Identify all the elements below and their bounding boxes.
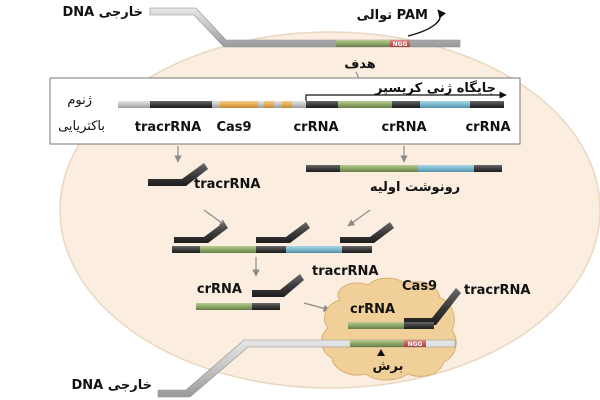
complex-tracrrna: [404, 288, 461, 325]
tracrrna-transcript-label: tracrRNA: [194, 177, 260, 192]
foreign-dna-label-bottom: DNA خارجی: [71, 378, 152, 393]
paired-tracrrna-2: [256, 222, 310, 243]
tracrrna-complex-label: tracrRNA: [464, 283, 530, 298]
cas9-protein: [321, 277, 457, 381]
arrow-pair-right-icon: [347, 209, 371, 227]
cas9-complex-label: Cas9: [402, 279, 437, 294]
pam-arrow-icon: [407, 9, 446, 37]
genome-box: [49, 77, 521, 145]
bacterial-genome-label-1: ژنوم: [67, 93, 92, 108]
bacterial-genome-label-2: باکتریایی: [58, 119, 105, 134]
paired-tracrrna-3: [340, 222, 394, 243]
crrna-mature-label: crRNA: [197, 282, 242, 297]
crrna-complex-label: crRNA: [350, 302, 395, 317]
mature-tracrrna: [252, 274, 304, 297]
ngg-text-bottom: NGG: [408, 341, 423, 348]
tracrrna-gene-label: tracrRNA: [135, 120, 201, 135]
primary-transcript: [306, 165, 502, 172]
arrow-to-complex-icon: [303, 302, 331, 312]
ngg-text: NGG: [393, 41, 408, 48]
pam-label: توالی PAM: [357, 8, 428, 23]
hybrid-strand: [172, 246, 372, 253]
cut-label: برش: [373, 359, 404, 374]
tracrrna-paired-label: tracrRNA: [312, 264, 378, 279]
complex-crrna: [348, 322, 434, 329]
foreign-dna-label-top: DNA خارجی: [62, 5, 143, 20]
crrna-label-1: crRNA: [293, 120, 338, 135]
paired-tracrrna-1: [174, 222, 228, 243]
crispr-locus-arrow-icon: [305, 91, 507, 101]
crrna-label-2: crRNA: [381, 120, 426, 135]
foreign-dna-top: NGG: [149, 7, 461, 48]
genome-dna: [118, 101, 504, 108]
target-label: هدف: [344, 57, 376, 72]
tracrrna-transcript: [148, 163, 208, 186]
foreign-dna-bottom: NGG: [157, 339, 456, 398]
cas9-gene-label: Cas9: [216, 120, 251, 135]
cut-marker-icon: [377, 349, 385, 356]
primary-transcript-label: رونوشت اولیه: [370, 180, 460, 195]
crrna-label-3: crRNA: [465, 120, 510, 135]
mature-crrna: [196, 303, 280, 310]
crispr-locus-label: جایگاه ژنی کریسپر: [374, 80, 496, 96]
